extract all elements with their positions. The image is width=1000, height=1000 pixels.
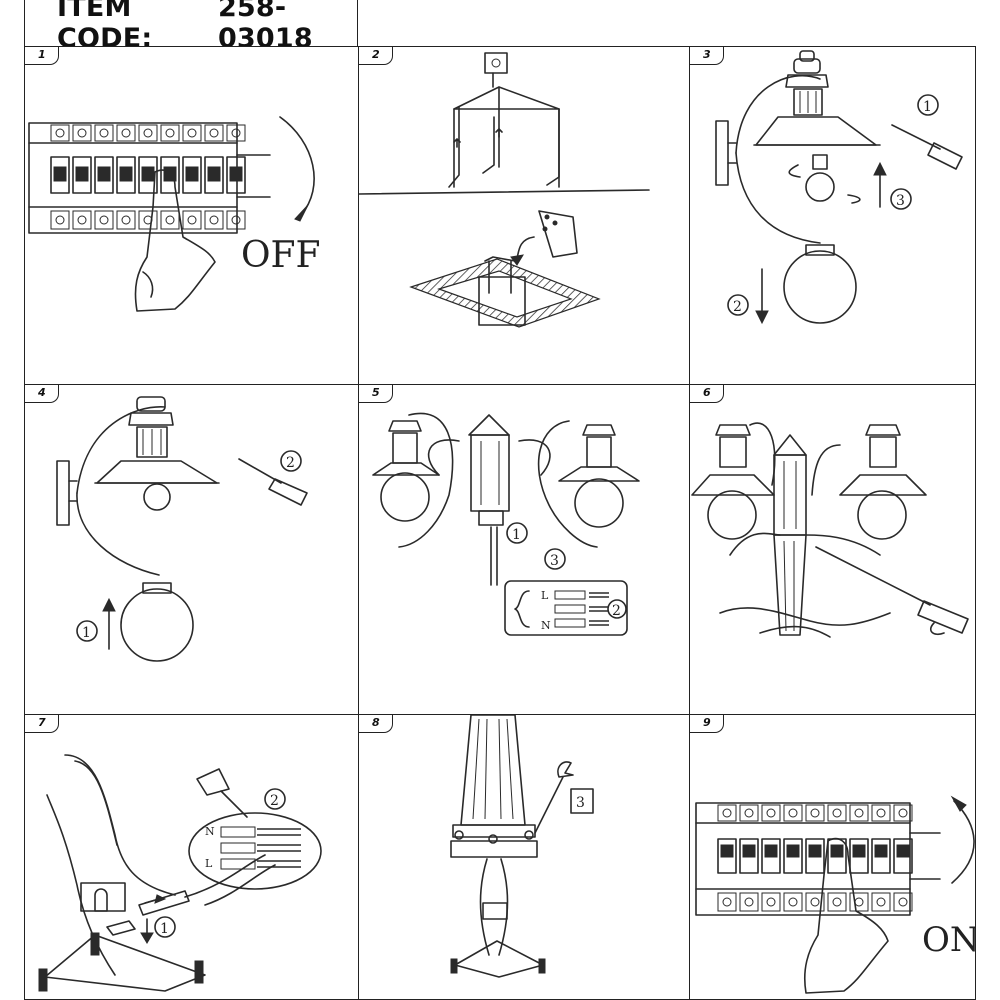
step-marker-3 bbox=[570, 788, 594, 814]
terminal-l-label: L bbox=[541, 589, 549, 602]
step-1-number: 1 bbox=[25, 47, 59, 65]
svg-text:3: 3 bbox=[896, 193, 905, 209]
breaker-off-illustration: OFF bbox=[28, 116, 320, 312]
step-marker-3 bbox=[544, 548, 566, 570]
terminal-block-diagram: L N 2 bbox=[504, 580, 628, 636]
terminal-l-label: L bbox=[205, 857, 213, 870]
step-9-number: 9 bbox=[690, 715, 724, 733]
power-cable bbox=[64, 754, 176, 896]
svg-text:2: 2 bbox=[733, 299, 742, 315]
central-lantern bbox=[398, 412, 598, 548]
wall-plate bbox=[715, 120, 729, 186]
step-7-panel: 7 1 bbox=[24, 714, 359, 1000]
lamp-arm bbox=[735, 74, 821, 154]
lantern-head-left bbox=[691, 424, 775, 540]
lamp-arm bbox=[76, 406, 166, 494]
step-marker-1 bbox=[76, 620, 98, 642]
step-5-number: 5 bbox=[359, 385, 393, 403]
lamp-pole bbox=[450, 715, 538, 858]
step-marker-1 bbox=[154, 916, 176, 938]
terminal-block-diagram: N L bbox=[188, 812, 322, 890]
step-marker-3 bbox=[890, 188, 912, 210]
mounting-bracket bbox=[482, 902, 508, 920]
glass-globe bbox=[120, 582, 194, 662]
step-6-number: 6 bbox=[690, 385, 724, 403]
wrench-icon bbox=[534, 761, 574, 834]
step-7-number: 7 bbox=[25, 715, 59, 733]
circuit-breaker-panel-off bbox=[28, 122, 271, 234]
step-3-panel: 3 3 bbox=[689, 46, 976, 385]
svg-text:2: 2 bbox=[612, 603, 621, 619]
lantern-head-right bbox=[839, 424, 927, 540]
item-code-header: ITEM CODE: 258-03018 bbox=[24, 0, 358, 54]
step-marker-2 bbox=[264, 788, 286, 810]
step-5-panel: 5 bbox=[358, 384, 690, 715]
step-marker-1 bbox=[506, 522, 528, 544]
mounting-bracket bbox=[448, 52, 560, 188]
connector-strip bbox=[138, 890, 190, 916]
wiring-base-illustration: 1 2 N L bbox=[38, 754, 322, 992]
lamp-head bbox=[753, 50, 881, 146]
on-label: ON bbox=[922, 920, 976, 960]
lamp-head bbox=[94, 396, 220, 511]
step-3-number: 3 bbox=[690, 47, 724, 65]
svg-text:3: 3 bbox=[550, 553, 559, 569]
bulb-install-illustration: 3 1 2 bbox=[715, 50, 963, 325]
step-marker-2 bbox=[607, 599, 627, 619]
svg-text:1: 1 bbox=[160, 921, 169, 937]
step-1-panel: 1 bbox=[24, 46, 359, 385]
light-bulb-icon bbox=[805, 154, 835, 202]
step-marker-1 bbox=[917, 94, 939, 116]
screwdriver-icon bbox=[815, 546, 969, 636]
hand-icon bbox=[803, 837, 889, 994]
step-9-panel: 9 ON bbox=[689, 714, 976, 1000]
step-6-panel: 6 bbox=[689, 384, 976, 715]
terminal-n-label: N bbox=[205, 825, 215, 838]
concrete-pour-icon bbox=[510, 210, 578, 266]
base-install-illustration bbox=[359, 52, 650, 328]
svg-text:2: 2 bbox=[286, 455, 295, 471]
svg-text:3: 3 bbox=[576, 795, 585, 811]
central-lantern bbox=[729, 422, 881, 556]
lamp-pole bbox=[773, 534, 807, 636]
step-marker-2 bbox=[727, 294, 749, 316]
off-label: OFF bbox=[241, 235, 320, 276]
rotate-down-arrow-icon bbox=[279, 116, 315, 216]
svg-text:2: 2 bbox=[270, 793, 279, 809]
head-to-pole-illustration bbox=[691, 422, 969, 638]
screwdriver-icon bbox=[238, 458, 308, 506]
screwdriver-icon bbox=[891, 124, 963, 170]
screwdriver-icon bbox=[196, 768, 248, 818]
svg-text:1: 1 bbox=[82, 625, 91, 641]
step-8-number: 8 bbox=[359, 715, 393, 733]
svg-text:1: 1 bbox=[923, 99, 932, 115]
step-8-panel: 8 3 bbox=[358, 714, 690, 1000]
lantern-head-right bbox=[558, 424, 640, 528]
lantern-head-left bbox=[372, 420, 440, 522]
pole-fix-illustration: 3 bbox=[450, 715, 594, 978]
step-2-number: 2 bbox=[359, 47, 393, 65]
svg-text:1: 1 bbox=[512, 527, 521, 543]
foundation-pit bbox=[409, 256, 601, 328]
base-frame bbox=[450, 940, 546, 978]
step-2-panel: 2 bbox=[358, 46, 690, 385]
wiring-head-illustration: 1 3 L N 2 bbox=[372, 412, 640, 636]
globe-install-illustration: 2 1 bbox=[56, 396, 308, 662]
glass-globe bbox=[783, 244, 857, 324]
terminal-n-label: N bbox=[541, 619, 551, 632]
step-4-number: 4 bbox=[25, 385, 59, 403]
rotate-up-arrow-icon bbox=[951, 800, 975, 884]
step-4-panel: 4 2 bbox=[24, 384, 359, 715]
step-marker-2 bbox=[280, 450, 302, 472]
base-frame bbox=[38, 882, 206, 992]
circuit-breaker-panel-on bbox=[695, 802, 941, 916]
breaker-on-illustration: ON bbox=[695, 795, 976, 994]
wall-plate bbox=[56, 460, 70, 526]
hand-icon bbox=[134, 169, 216, 312]
